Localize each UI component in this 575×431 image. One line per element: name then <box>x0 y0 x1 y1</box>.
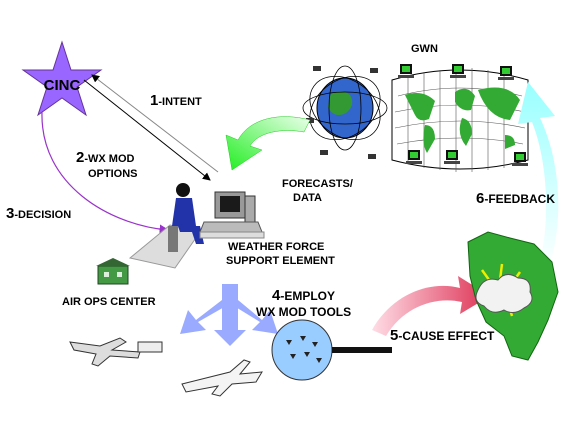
gwn-label: GWN <box>411 43 438 55</box>
forecasts-label-1: FORECASTS/ <box>282 178 353 190</box>
step1-label: 1-INTENT <box>150 92 202 109</box>
forecast-arrow <box>225 116 311 171</box>
forecasts-label-2: DATA <box>293 192 322 204</box>
intent-arrow <box>83 79 211 181</box>
step4-label: 4-EMPLOY <box>272 287 335 304</box>
step2-label: 2-WX MOD <box>76 149 135 166</box>
step3-label: 3-DECISION <box>6 205 71 222</box>
world-map <box>391 68 529 172</box>
aircraft-icons <box>69 337 263 397</box>
step5-label: 5-CAUSE EFFECT <box>390 327 495 344</box>
cause-effect-arrow <box>372 276 490 336</box>
target-area-storm-icon <box>467 231 559 361</box>
employ-split-arrow <box>180 284 278 346</box>
operator-workstation-icon <box>128 183 265 269</box>
wfse-label-2: SUPPORT ELEMENT <box>226 255 335 267</box>
wfse-label-1: WEATHER FORCE <box>228 241 324 253</box>
air-ops-building-icon <box>96 258 130 285</box>
step4-label-line2: WX MOD TOOLS <box>256 305 351 319</box>
step2-label-line2: OPTIONS <box>88 168 138 180</box>
globe-icon <box>302 65 388 151</box>
cloud-seeding-lens-icon <box>271 319 392 381</box>
options-arrow <box>91 74 219 173</box>
step6-label: 6-FEEDBACK <box>476 190 555 207</box>
network-terminals <box>398 64 528 166</box>
decision-arc <box>41 111 170 235</box>
cinc-label: CINC <box>44 77 81 94</box>
feedback-arrow <box>518 82 559 270</box>
air-ops-label: AIR OPS CENTER <box>62 296 156 308</box>
cinc-star: CINC <box>21 40 103 117</box>
